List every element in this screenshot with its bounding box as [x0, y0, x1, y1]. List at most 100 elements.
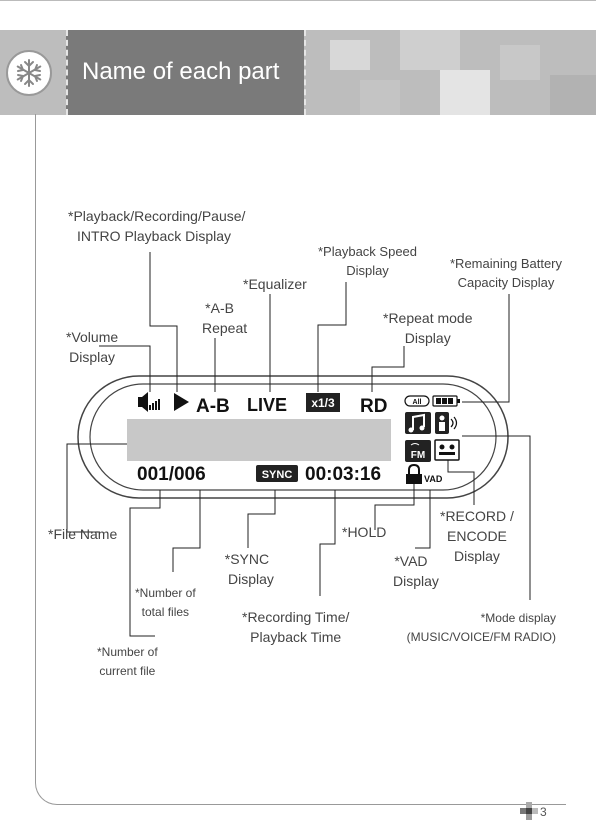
leader-line	[172, 490, 201, 572]
volume-icon	[138, 392, 160, 412]
lcd-sync-box	[256, 465, 298, 482]
header-divider	[66, 30, 68, 115]
label-ab-repeat: *A-B Repeat	[192, 298, 247, 338]
lcd-file-counter: 001/006	[137, 464, 206, 485]
leader-line	[415, 490, 431, 549]
label-line: Display	[228, 571, 274, 587]
leader-line	[462, 294, 510, 403]
label-line: *Repeat mode	[383, 310, 473, 326]
label-line: *Recording Time/	[242, 609, 350, 625]
page-corner-mark	[520, 802, 538, 820]
label-line: INTRO Playback Display	[77, 228, 232, 244]
header-pixel-pattern	[330, 40, 370, 70]
repeat-all-badge	[404, 395, 430, 407]
lcd-speed-box	[306, 393, 340, 412]
lcd-time: 00:03:16	[305, 464, 381, 485]
label-line: Display	[346, 263, 389, 278]
label-line: *A-B	[205, 300, 234, 316]
label-battery: *Remaining Battery Capacity Display	[450, 254, 562, 292]
label-line: *Equalizer	[243, 276, 307, 292]
battery-icon	[432, 395, 460, 407]
leader-line	[447, 460, 475, 505]
header-title-band	[66, 30, 304, 115]
lcd-vad: VAD	[424, 474, 443, 484]
lcd-inner-outline	[89, 383, 497, 491]
label-play-status: *Playback/Recording/Pause/ INTRO Playbac…	[68, 206, 245, 246]
label-line: *SYNC	[224, 551, 270, 567]
leader-line	[371, 346, 405, 392]
label-line: Display	[404, 330, 451, 346]
record-encode-icon	[434, 439, 460, 461]
lcd-file-name-area	[127, 419, 391, 461]
leader-line	[317, 282, 347, 392]
label-repeat-mode: *Repeat mode Display	[383, 308, 473, 348]
fm-radio-mode-icon: FM	[405, 440, 431, 462]
play-icon	[174, 393, 189, 411]
label-line: Capacity Display	[457, 275, 555, 290]
label-line: *Playback Speed	[318, 244, 418, 259]
header-divider	[304, 30, 306, 115]
label-line: *VAD	[394, 553, 428, 569]
label-sync: *SYNC Display	[220, 549, 274, 589]
snowflake-icon	[6, 50, 52, 96]
label-line: current file	[99, 664, 156, 678]
label-line: Playback Time	[250, 629, 342, 645]
leader-line	[374, 483, 415, 530]
page-title: Name of each part	[82, 58, 280, 85]
label-total-files: *Number of total files	[135, 584, 196, 622]
label-record-encode: *RECORD / ENCODE Display	[440, 506, 514, 566]
page-number: 3	[540, 805, 547, 819]
label-line: ENCODE	[447, 528, 507, 544]
leader-line	[247, 490, 276, 548]
content-frame	[35, 114, 566, 805]
label-file-name: *File Name	[48, 524, 117, 544]
header-pixel-pattern	[400, 30, 460, 70]
top-rule	[0, 0, 596, 1]
leader-line	[99, 345, 151, 392]
label-vad: *VAD Display	[383, 551, 439, 591]
header-pixel-pattern	[500, 45, 540, 80]
label-line: Display	[393, 573, 439, 589]
header-pixel-pattern	[440, 70, 490, 115]
header-pixel-pattern	[360, 80, 400, 115]
label-line: *HOLD	[342, 524, 387, 540]
label-line: *RECORD /	[440, 508, 514, 524]
lcd-outer-outline	[77, 375, 509, 499]
label-equalizer: *Equalizer	[243, 274, 307, 294]
repeat-all-label: All	[413, 399, 422, 406]
leader-line	[129, 490, 161, 637]
label-line: *Volume	[66, 329, 119, 345]
section-header	[0, 30, 596, 115]
lcd-ab-repeat: A-B	[196, 396, 230, 417]
voice-mode-icon	[435, 412, 458, 434]
label-line: *File Name	[48, 526, 118, 542]
lcd-sync: SYNC	[262, 469, 293, 481]
label-line: *Mode display	[480, 611, 556, 625]
label-playback-speed: *Playback Speed Display	[318, 242, 417, 280]
leader-line	[319, 490, 336, 596]
label-line: *Playback/Recording/Pause/	[68, 208, 246, 224]
label-line: Display	[454, 548, 500, 564]
lcd-repeat-mode: RD	[360, 396, 387, 417]
label-line: Repeat	[202, 320, 248, 336]
header-pixel-pattern	[550, 75, 596, 115]
label-current-file: *Number of current file	[97, 643, 158, 681]
lcd-speed: x1/3	[311, 396, 335, 410]
label-hold: *HOLD	[342, 522, 386, 542]
label-line: *Remaining Battery	[450, 256, 562, 271]
music-mode-icon	[405, 412, 431, 434]
label-line: (MUSIC/VOICE/FM RADIO)	[406, 630, 556, 644]
leader-line	[66, 443, 127, 533]
svg-text:FM: FM	[411, 450, 425, 461]
label-line: *Number of	[135, 586, 196, 600]
label-volume: *Volume Display	[66, 327, 118, 367]
leader-line	[462, 435, 531, 600]
label-line: Display	[69, 349, 116, 365]
lock-icon	[406, 463, 422, 484]
lcd-equalizer: LIVE	[247, 395, 287, 415]
label-recording-time: *Recording Time/ Playback Time	[242, 607, 349, 647]
leader-line	[149, 252, 178, 392]
label-line: total files	[141, 605, 190, 619]
label-line: *Number of	[97, 645, 158, 659]
